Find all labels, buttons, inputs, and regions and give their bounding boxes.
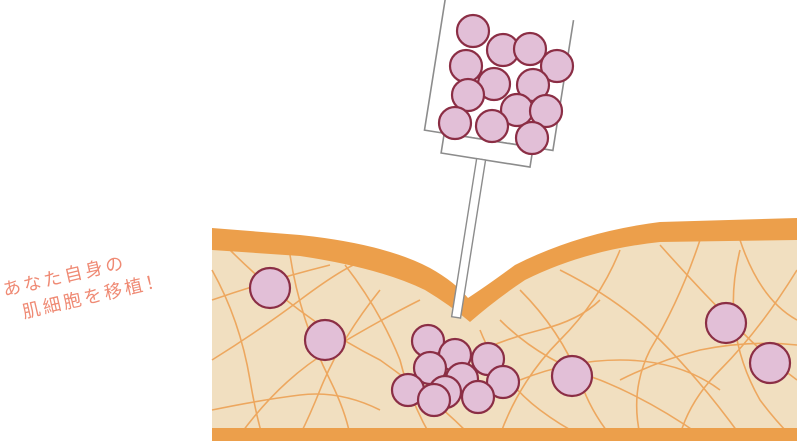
skin-cell-icon (706, 303, 746, 343)
skin-cell-icon (516, 122, 548, 154)
skin-cell-icon (457, 15, 489, 47)
subcutaneous-band (212, 428, 797, 441)
skin-cell-icon (439, 107, 471, 139)
skin-cell-icon (450, 50, 482, 82)
skin-cell-icon (250, 268, 290, 308)
skin-cell-icon (305, 320, 345, 360)
skin-cell-icon (476, 110, 508, 142)
skin-cell-icon (418, 384, 450, 416)
skin-cell-icon (750, 343, 790, 383)
skin-cell-icon (462, 381, 494, 413)
skin-cell-icon (552, 356, 592, 396)
